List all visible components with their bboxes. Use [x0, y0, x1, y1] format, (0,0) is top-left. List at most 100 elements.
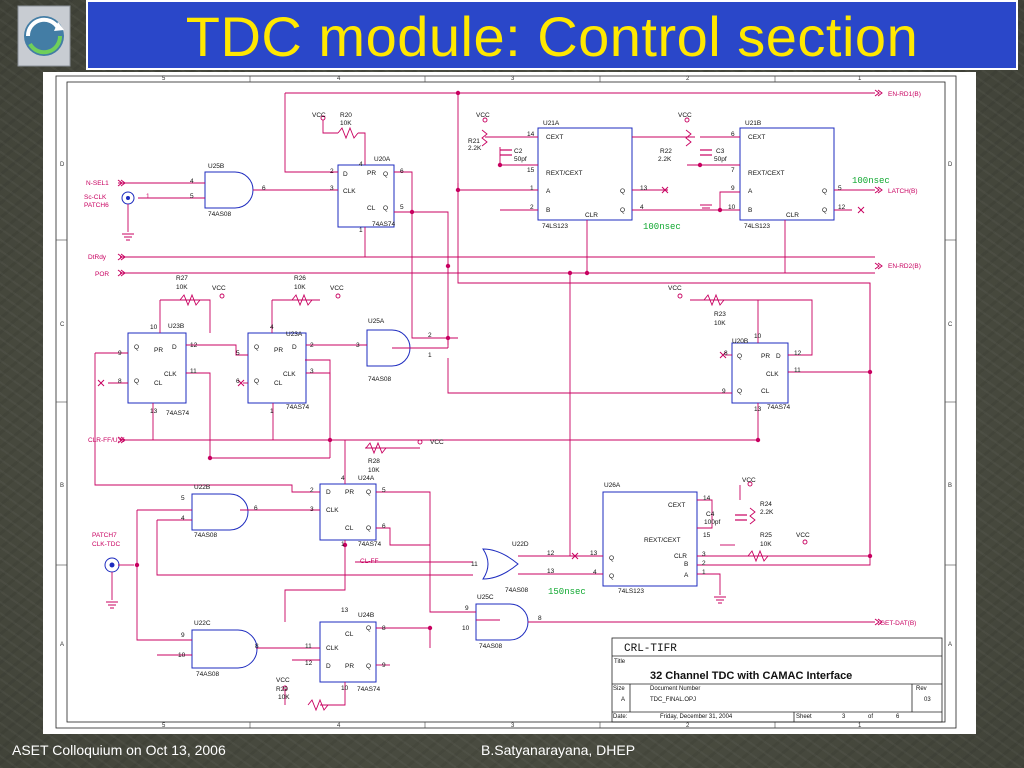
label-vcc1: VCC [312, 112, 326, 119]
label-u25c: U25C [477, 594, 494, 601]
and-gate-u22b [191, 493, 249, 531]
label-g2b: 1 [428, 352, 432, 359]
label-pin2f: 2 [310, 342, 314, 349]
label-b1: B [546, 207, 550, 214]
label-clk2: CLK [164, 371, 177, 378]
label-g5c: 8 [538, 615, 542, 622]
border-col-label: 5 [162, 76, 166, 82]
label-u20b-t: 74AS74 [767, 404, 791, 411]
label-pin1h: 1 [341, 541, 345, 548]
label-d5: D [326, 489, 331, 496]
vcc-terminals [219, 115, 808, 691]
label-pin4a: 4 [640, 204, 644, 211]
label-vcc7: VCC [430, 439, 444, 446]
label-pin13i: 13 [341, 607, 349, 614]
label-r23: R23 [714, 311, 726, 318]
label-pin13g: 13 [754, 406, 762, 413]
label-pr2: PR [154, 347, 163, 354]
border-col-label: 3 [511, 723, 515, 729]
label-sig-clktdc: CLK-TDC [92, 541, 120, 548]
circular-arrow-logo-icon [17, 5, 71, 67]
label-g1c: 6 [262, 185, 266, 192]
flipflop-u20a [337, 164, 395, 228]
label-pin2d: 2 [330, 168, 334, 175]
label-clk5: CLK [326, 507, 339, 514]
slide-title-bar: TDC module: Control section [86, 0, 1018, 70]
label-g3c: 6 [254, 505, 258, 512]
label-d1: D [343, 171, 348, 178]
label-vcc4: VCC [212, 285, 226, 292]
label-u20a-t: 74AS74 [372, 221, 396, 228]
label-g3b: 4 [181, 515, 185, 522]
label-tb-docv: TDC_FINAL.OPJ [650, 697, 696, 703]
label-clr3: CLR [674, 553, 687, 560]
label-tb-rev: Rev [916, 686, 927, 692]
label-rext2: REXT/CEXT [748, 170, 785, 177]
label-g5a: 9 [465, 605, 469, 612]
label-c2v: 50pf [514, 156, 527, 163]
label-a1: A [546, 188, 551, 195]
label-pr5: PR [345, 489, 354, 496]
label-sig-enrd2: EN-RD2(B) [888, 263, 921, 270]
label-r28v: 10K [368, 467, 380, 474]
ground-symbols [106, 204, 726, 609]
label-u21a: U21A [543, 120, 560, 127]
label-pin3c: 3 [702, 551, 706, 558]
label-pr4: PR [761, 353, 770, 360]
label-cl4: CL [761, 388, 770, 395]
label-dd: D [172, 344, 177, 351]
label-r22v: 2.2K [658, 156, 672, 163]
label-pin7b: 7 [731, 167, 735, 174]
label-cl1: CL [367, 205, 376, 212]
border-row-label: A [60, 642, 64, 648]
label-qn7: Q [737, 353, 742, 360]
or-gate-u22d [482, 548, 519, 580]
border-row-label: D [948, 162, 953, 168]
label-pin10g: 10 [754, 333, 762, 340]
label-pin13e: 13 [150, 408, 158, 415]
label-pin12g: 12 [794, 350, 802, 357]
border-row-label: C [60, 322, 65, 328]
label-pin14a: 14 [527, 131, 535, 138]
label-g4c: 11 [471, 561, 478, 568]
border-col-label: 4 [337, 723, 341, 729]
label-b3: B [684, 561, 688, 568]
label-sig-por: POR [95, 271, 109, 278]
label-clk1: CLK [343, 188, 356, 195]
label-pin4c: 4 [593, 569, 597, 576]
label-qn8: Q [366, 525, 371, 532]
connector-dots [109, 196, 130, 568]
label-q5: Q [134, 344, 139, 351]
label-pin9b: 9 [731, 185, 735, 192]
label-pin6b: 6 [731, 131, 735, 138]
label-tb-size: Size [613, 686, 625, 692]
label-u23a: U23A [286, 331, 303, 338]
label-a2: A [748, 188, 753, 195]
label-q7: Q [737, 388, 742, 395]
label-u26a: U26A [604, 482, 621, 489]
label-u25a-t: 74AS08 [368, 376, 392, 383]
label-c4v: 100pf [704, 519, 720, 526]
label-pin15c: 15 [703, 532, 711, 539]
label-g6b: 10 [178, 652, 186, 659]
label-qn5: Q [134, 378, 139, 385]
label-u23b: U23B [168, 323, 184, 330]
label-r24: R24 [760, 501, 772, 508]
label-sig-getdat: GET-DAT(B) [880, 620, 916, 627]
label-pin8e: 8 [118, 378, 122, 385]
label-pin9e: 9 [118, 350, 122, 357]
label-vcc6: VCC [668, 285, 682, 292]
label-pin5b: 5 [838, 185, 842, 192]
flipflop-u24b [319, 621, 377, 683]
label-u22b-t: 74AS08 [194, 532, 218, 539]
label-tb-datev: Friday, December 31, 2004 [660, 714, 733, 720]
label-clk6: CLK [326, 645, 339, 652]
label-vcc2: VCC [476, 112, 490, 119]
label-vcc3: VCC [678, 112, 692, 119]
border-row-label: D [60, 162, 65, 168]
label-pin3d: 3 [330, 185, 334, 192]
label-pin6h: 6 [382, 523, 386, 530]
label-qn4: Q [383, 205, 388, 212]
label-u22c: U22C [194, 620, 211, 627]
label-pin2a: 2 [530, 204, 534, 211]
